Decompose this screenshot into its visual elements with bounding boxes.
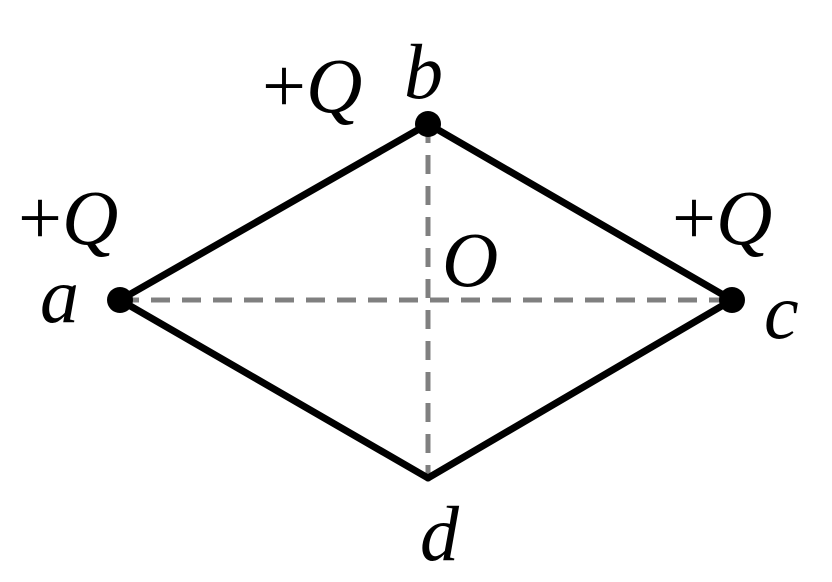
charge-label-c: +Q [672, 174, 772, 261]
point-label-d: d [420, 490, 460, 577]
point-label-b: b [404, 28, 443, 115]
point-label-c: c [764, 268, 799, 355]
edge-da [116, 296, 432, 482]
edge-bc [424, 120, 736, 304]
edge-cd [424, 296, 736, 482]
charge-dot-a [107, 287, 133, 313]
point-label-a: a [40, 252, 79, 339]
charge-label-b: +Q [262, 42, 362, 129]
charge-label-a: +Q [18, 174, 118, 261]
charge-dot-c [719, 287, 745, 313]
edge-ab [116, 120, 432, 304]
center-label-o: O [442, 216, 498, 303]
charge-dot-b [415, 111, 441, 137]
